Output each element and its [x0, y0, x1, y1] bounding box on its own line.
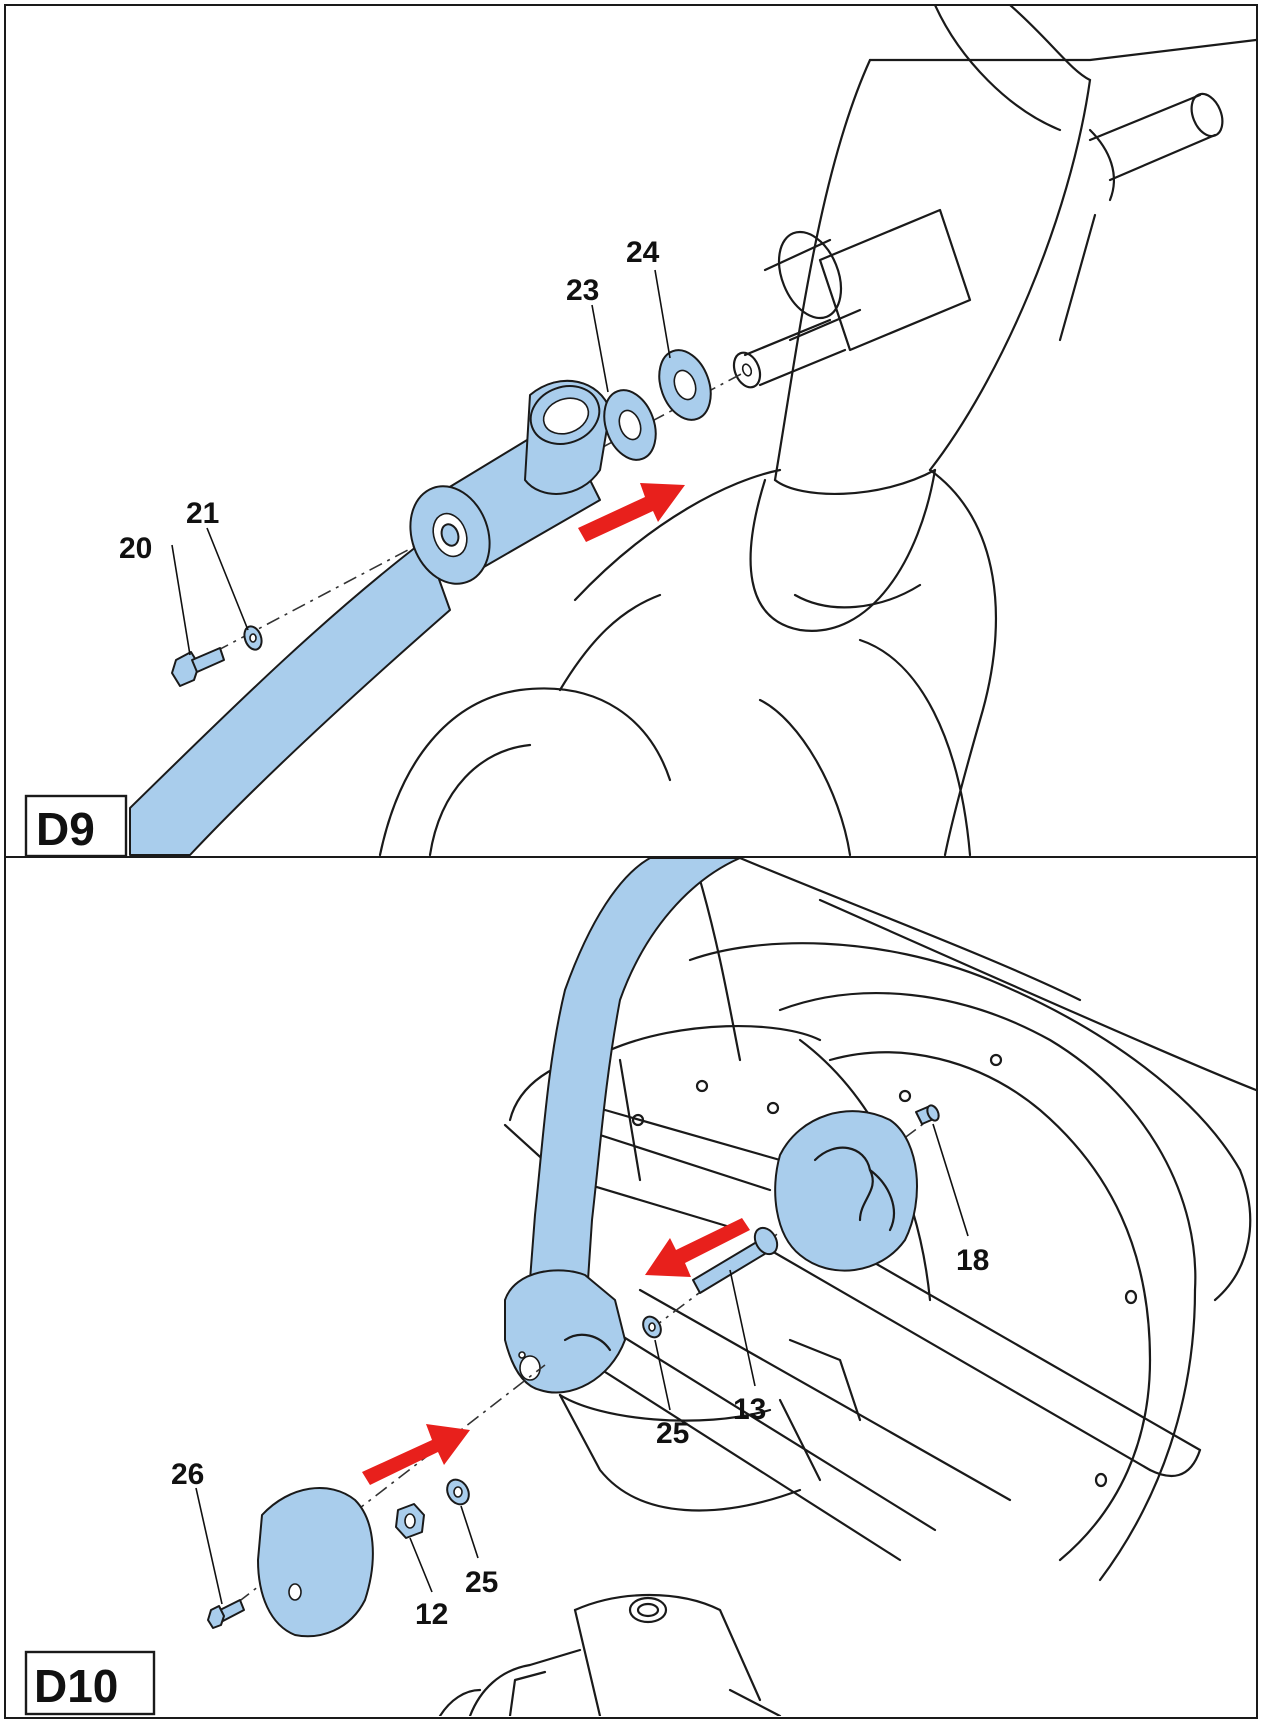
- callout-25-upper: 25: [656, 1417, 689, 1450]
- leader-25-lower: [460, 1505, 479, 1559]
- leader-20: [171, 544, 191, 656]
- link-arm: [129, 379, 611, 856]
- leader-12: [409, 1537, 433, 1593]
- panel-d10: [195, 858, 1256, 1716]
- washer-21: [243, 625, 263, 651]
- leader-13: [729, 1269, 756, 1387]
- callout-21: 21: [186, 497, 219, 530]
- screw-26: [207, 1599, 245, 1629]
- washer-23: [603, 389, 657, 461]
- page-frame: [4, 4, 1258, 1719]
- callout-18: 18: [956, 1244, 989, 1277]
- callout-13: 13: [733, 1393, 766, 1426]
- pivot-pin-13: [692, 1226, 779, 1294]
- leader-18: [932, 1123, 969, 1237]
- leader-21: [206, 527, 249, 631]
- washer-25-lower: [446, 1478, 470, 1506]
- leader-25-upper: [654, 1339, 671, 1411]
- leader-26: [195, 1487, 223, 1605]
- end-cap-right: [774, 1110, 918, 1272]
- frame-linework: [378, 6, 1256, 856]
- callout-24: 24: [626, 236, 660, 269]
- leader-23: [591, 304, 609, 393]
- nut-12: [395, 1503, 425, 1539]
- callout-26: 26: [171, 1458, 204, 1491]
- panel-tag-box-d10: [24, 1650, 156, 1716]
- bolt-20: [171, 647, 225, 687]
- screw-18: [915, 1104, 940, 1125]
- panel-tag-d9: D9: [36, 803, 95, 855]
- callout-25-lower: 25: [465, 1566, 498, 1599]
- washer-25-upper: [642, 1315, 662, 1339]
- panel-tag-box-d9: [24, 794, 128, 858]
- callout-20: 20: [119, 532, 152, 565]
- link-arm-d10: [504, 858, 741, 1394]
- direction-arrow-d10-in: [362, 1424, 470, 1485]
- callout-23: 23: [566, 274, 599, 307]
- end-cap-left: [257, 1487, 374, 1638]
- callout-12: 12: [415, 1598, 448, 1631]
- direction-arrow-d9: [578, 483, 685, 542]
- panel-tag-d10: D10: [34, 1660, 118, 1712]
- direction-arrow-d10-out: [645, 1218, 750, 1277]
- frame-linework-d10: [438, 858, 1256, 1716]
- washer-24: [658, 349, 712, 421]
- panel-d9: [129, 6, 1256, 856]
- leader-24: [654, 269, 671, 359]
